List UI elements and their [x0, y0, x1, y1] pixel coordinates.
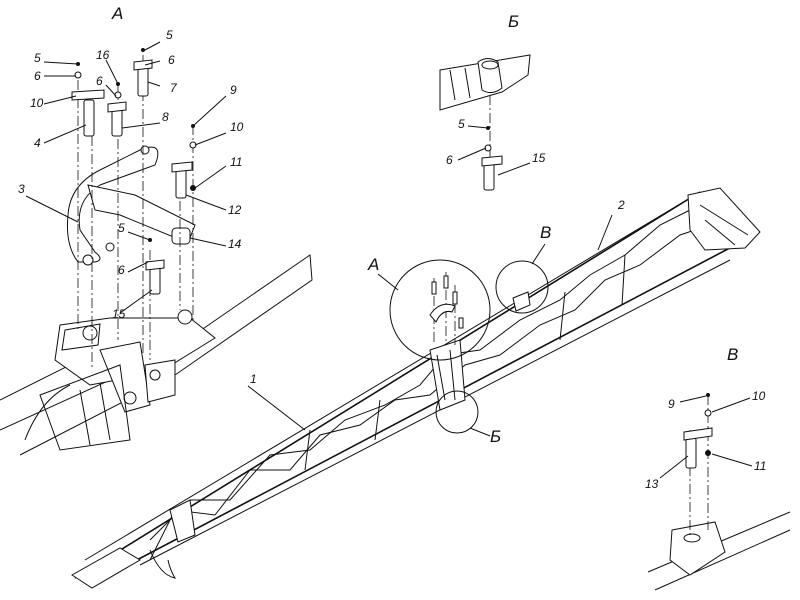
detail-circle-v [495, 260, 549, 314]
callout-a-6: 6 [34, 69, 41, 83]
callout-a-5c: 5 [118, 221, 125, 235]
callout-a-7: 7 [170, 81, 178, 95]
callout-b-15: 15 [532, 151, 546, 165]
callout-a-8: 8 [162, 110, 169, 124]
detail-circle-b [435, 390, 479, 434]
view-label-main-v: В [540, 223, 551, 242]
view-label-a: А [111, 4, 123, 23]
callout-b-6: 6 [446, 153, 453, 167]
callout-v-13: 13 [645, 477, 659, 491]
callout-v-9: 9 [668, 397, 675, 411]
callout-v-10: 10 [752, 389, 766, 403]
detail-a-leaders [25, 41, 227, 314]
view-label-main-b: Б [490, 427, 501, 446]
callout-a-14: 14 [228, 237, 242, 251]
detail-v: 9 10 13 11 [645, 389, 791, 591]
callout-a-10b: 10 [230, 120, 244, 134]
boom-truss [71, 187, 761, 589]
view-label-main-a: А [367, 255, 379, 274]
callout-a-12: 12 [228, 203, 242, 217]
callout-a-16: 16 [96, 48, 110, 62]
callout-a-5b: 5 [166, 28, 173, 42]
callout-main-2: 2 [617, 198, 625, 212]
callout-a-5: 5 [34, 51, 41, 65]
callout-a-10: 10 [30, 96, 44, 110]
detail-b: 5 6 15 [439, 54, 546, 191]
view-label-b: Б [508, 12, 519, 31]
callout-main-1: 1 [250, 372, 257, 386]
callout-a-11: 11 [230, 155, 242, 169]
callout-v-11: 11 [754, 459, 766, 473]
callout-b-5: 5 [458, 117, 465, 131]
detail-a-callouts: 5 6 10 4 16 6 8 5 6 7 9 10 11 12 14 3 5 … [18, 28, 244, 321]
callout-a-6c: 6 [168, 53, 175, 67]
detail-circle-a [389, 259, 491, 361]
callout-a-6b: 6 [96, 74, 103, 88]
callout-a-4: 4 [34, 136, 41, 150]
detail-a-miniature [429, 272, 464, 345]
detail-a [0, 48, 313, 456]
view-label-v: В [727, 345, 738, 364]
callout-a-3: 3 [18, 182, 25, 196]
callout-a-15: 15 [112, 307, 126, 321]
callout-a-9: 9 [230, 83, 237, 97]
callout-a-6d: 6 [118, 263, 125, 277]
